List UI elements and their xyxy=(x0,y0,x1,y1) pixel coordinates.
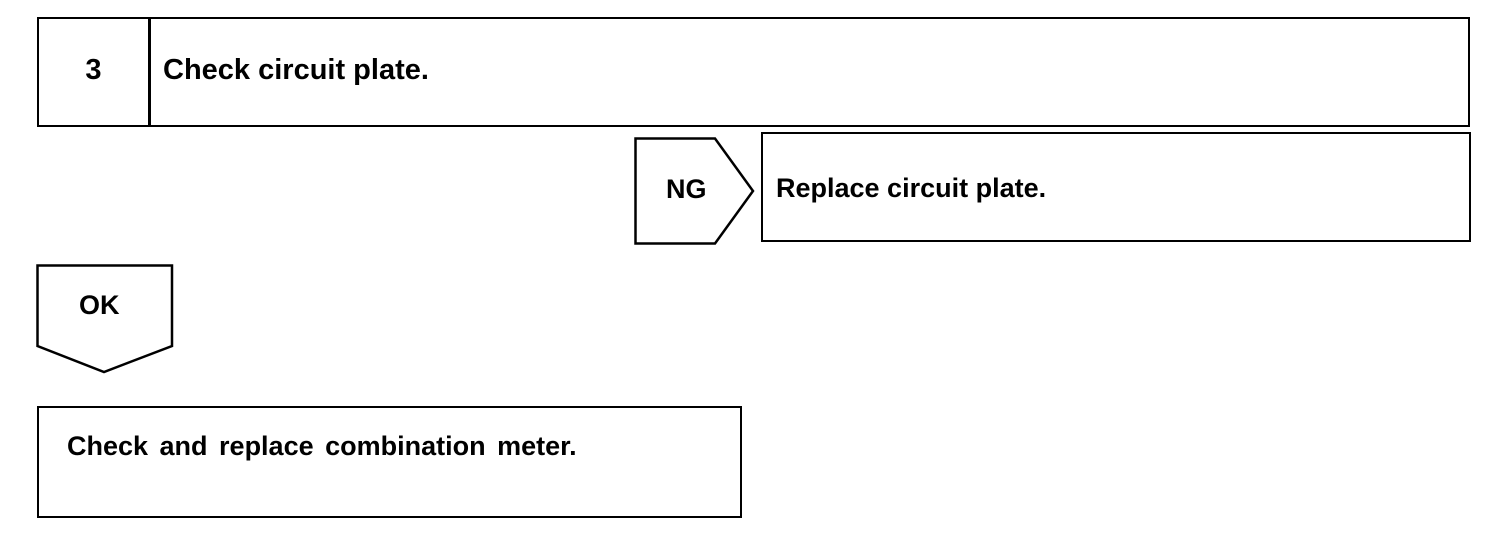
step-number: 3 xyxy=(85,54,102,86)
ng-action-text: Replace circuit plate. xyxy=(776,173,1047,203)
ok-action-box xyxy=(37,406,742,518)
step-divider xyxy=(148,17,151,127)
ok-action-text: Check and replace combination meter. xyxy=(67,431,577,461)
step-header-box xyxy=(37,17,1470,127)
step-title: Check circuit plate. xyxy=(163,54,429,86)
ng-arrow-shape xyxy=(634,137,755,245)
ng-label: NG xyxy=(666,174,707,204)
ok-arrow-shape xyxy=(36,264,174,374)
ok-label: OK xyxy=(79,290,120,320)
ng-action-box xyxy=(761,132,1471,242)
